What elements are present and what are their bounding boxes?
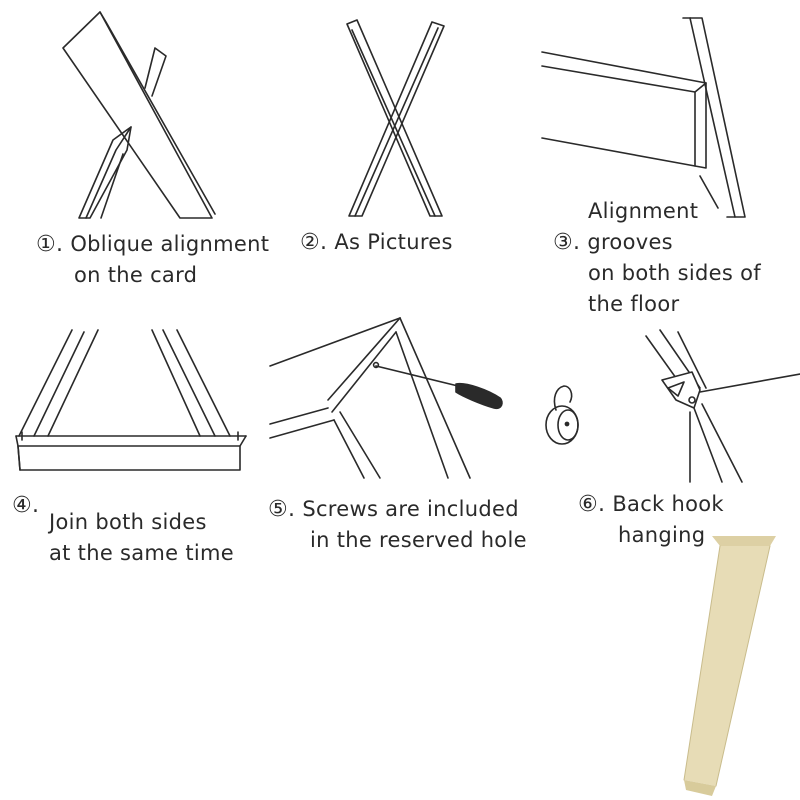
- step4-right-leg-outer: [176, 329, 231, 437]
- step5-leg-back: [395, 331, 449, 479]
- step5-marker: ⑤.: [268, 497, 296, 522]
- step3-line1: Alignment: [588, 199, 699, 223]
- hook-illustration: [545, 385, 579, 445]
- hook-base-inner: [557, 409, 579, 441]
- step3-floor-board-mid: [541, 65, 696, 93]
- step3-floor-board-top: [541, 51, 707, 84]
- step5-screwdriver-handle: [455, 382, 503, 410]
- step5-line1: Screws are included: [302, 497, 519, 521]
- step3-side-board: [682, 17, 746, 218]
- step2-illustration: [346, 19, 445, 217]
- step1-back-board-lower: [78, 126, 132, 219]
- step1-caption: ①. Oblique alignment on the card: [36, 229, 269, 291]
- step6-hanger-triangle: [667, 381, 685, 397]
- step4-right-leg-inner2: [151, 329, 201, 437]
- step4-left-leg-inner2: [47, 329, 99, 437]
- step6-hanger-screw: [688, 396, 696, 404]
- step4-caption: ④. Join both sides at the same time: [12, 490, 234, 569]
- package-box-top: [712, 536, 776, 546]
- step4-line2: at the same time: [49, 541, 235, 565]
- step3-line3: on both sides of: [588, 261, 761, 285]
- step3-side-board-lower: [699, 175, 719, 209]
- package-box-edge: [683, 545, 771, 787]
- step3-marker: ③.: [553, 230, 581, 255]
- step3-side-board-edge: [689, 17, 736, 218]
- step6-shelf-edge: [699, 373, 800, 393]
- step2-board-right-edge: [354, 27, 439, 217]
- step3-illustration: [541, 17, 746, 218]
- step5-leg-inner: [339, 411, 381, 479]
- step6-board-c: [677, 331, 707, 389]
- step4-board-front: [17, 445, 241, 471]
- step2-caption: ②. As Pictures: [300, 227, 453, 258]
- step5-line2: in the reserved hole: [310, 528, 527, 552]
- step2-marker: ②.: [300, 230, 328, 255]
- package-box: [683, 536, 776, 796]
- step5-top-board-fold: [331, 331, 397, 413]
- step1-front-board-edge: [99, 11, 216, 215]
- step5-caption: ⑤. Screws are included in the reserved h…: [268, 494, 527, 556]
- step4-right-leg-inner: [162, 329, 216, 437]
- hook-arm: [553, 385, 573, 411]
- step3-line4: the floor: [588, 292, 680, 316]
- step1-marker: ①.: [36, 232, 64, 257]
- step4-marker: ④.: [12, 493, 40, 518]
- package-box-side: [684, 780, 716, 796]
- step3-groove: [694, 82, 707, 169]
- step3-caption: Alignment ③. grooves on both sides of th…: [553, 196, 761, 320]
- step5-top-board-upper: [269, 317, 401, 367]
- step6-marker: ⑥.: [578, 492, 606, 517]
- step5-left-panel-bottom: [269, 419, 335, 439]
- step5-leg-outer: [333, 419, 365, 479]
- step6-leg-right: [701, 403, 743, 483]
- step1-back-board-top: [144, 47, 167, 97]
- step4-board-end-right: [239, 435, 247, 447]
- step1-front-board: [62, 11, 213, 219]
- step6-illustration: [645, 329, 800, 483]
- step5-top-board-right: [399, 317, 471, 479]
- step1-back-board-edge: [85, 126, 132, 219]
- step5-top-board-fold2: [327, 317, 401, 401]
- step5-reserved-hole: [372, 361, 380, 369]
- step4-groove-marks: [21, 431, 239, 441]
- step4-left-leg-inner: [33, 331, 85, 437]
- step2-board-left-to-right: [346, 19, 443, 217]
- step4-left-leg-outer: [18, 329, 73, 437]
- step1-back-board-far: [100, 153, 124, 219]
- step1-illustration: [62, 11, 216, 219]
- step5-screw-shaft: [375, 365, 459, 387]
- step1-line2: on the card: [74, 263, 198, 287]
- step6-leg-mid: [693, 407, 723, 483]
- step3-floor-board-bottom: [541, 137, 696, 167]
- step2-board-right-to-left: [348, 21, 445, 217]
- hook-screw-dot: [564, 421, 570, 427]
- step2-line1: As Pictures: [334, 230, 453, 254]
- step4-board-end-left: [15, 435, 21, 471]
- step6-line2: hanging: [618, 523, 706, 547]
- step6-caption: ⑥. Back hook hanging: [578, 489, 724, 551]
- step4-illustration: [15, 329, 247, 471]
- step5-left-panel-top: [269, 407, 329, 425]
- step1-line1: Oblique alignment: [70, 232, 270, 256]
- step3-line2: grooves: [587, 230, 673, 254]
- step4-line1: Join both sides: [49, 510, 207, 534]
- step6-line1: Back hook: [612, 492, 724, 516]
- step2-board-left-edge: [351, 29, 436, 217]
- step5-illustration: [269, 317, 503, 479]
- package-box-face: [684, 546, 770, 786]
